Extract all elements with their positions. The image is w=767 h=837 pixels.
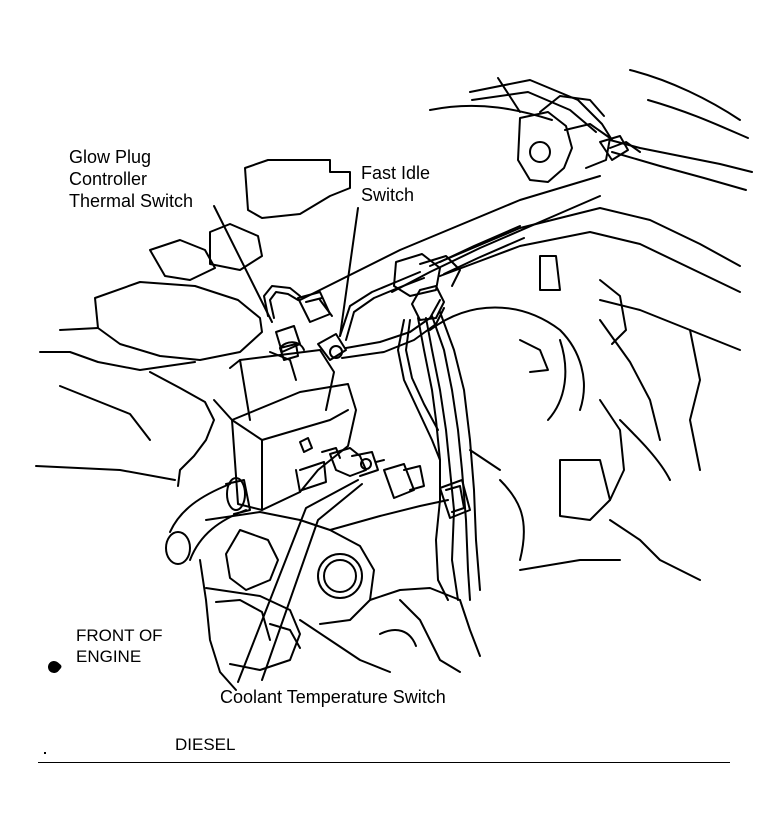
stray-dot — [44, 752, 46, 754]
glow-plug-thermal-switch-assembly — [263, 285, 333, 361]
fast-idle-switch-label: Fast Idle Switch — [361, 162, 430, 206]
label-line: FRONT OF — [76, 626, 163, 645]
label-line: Glow Plug — [69, 147, 152, 167]
glow-plug-controller-thermal-switch-label: Glow Plug Controller Thermal Switch — [69, 146, 193, 212]
lower-block — [199, 499, 481, 691]
label-line: Thermal Switch — [69, 191, 194, 211]
intake-manifold — [299, 175, 741, 581]
coolant-temperature-switch-label: Coolant Temperature Switch — [220, 687, 446, 707]
thermostat-housing — [213, 341, 357, 511]
fast-idle-switch-assembly — [317, 225, 525, 601]
label-line: Fast Idle — [361, 163, 431, 183]
caption-divider — [38, 762, 730, 763]
coolant-temperature-switch-part — [299, 437, 385, 477]
label-line: Switch — [361, 185, 415, 205]
lower-hose — [165, 477, 251, 565]
engine-background-outline — [35, 159, 351, 487]
upper-hoses — [429, 69, 753, 191]
leader-lines — [213, 205, 363, 683]
diagram-caption: DIESEL — [175, 735, 236, 754]
front-of-engine-label: FRONT OF ENGINE — [76, 625, 163, 667]
label-line: ENGINE — [76, 647, 142, 666]
label-line: Controller — [69, 169, 148, 189]
